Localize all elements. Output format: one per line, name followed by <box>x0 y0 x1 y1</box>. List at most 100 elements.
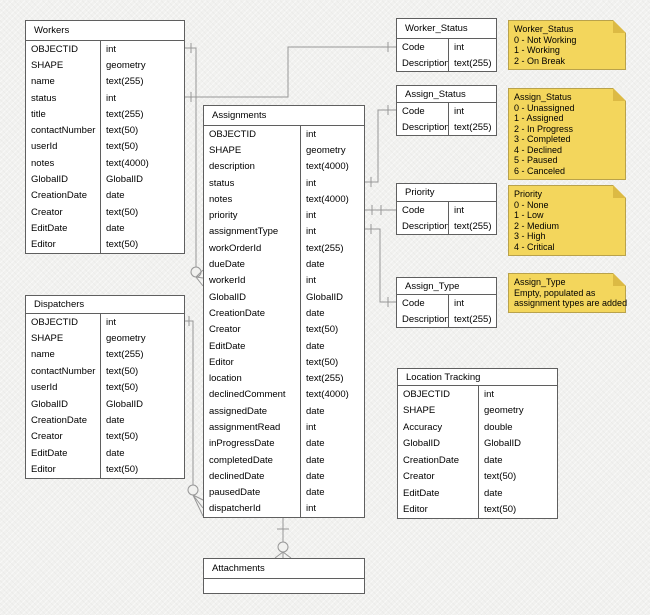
field-type: text(4000) <box>306 389 349 401</box>
field-name: priority <box>204 207 301 224</box>
table-row: dispatcherId int <box>204 500 364 518</box>
field-type: date <box>306 470 325 482</box>
table-row: SHAPE geometry <box>398 402 557 419</box>
table-title: Assign_Status <box>397 86 496 103</box>
table-row: EditDate date <box>26 220 184 237</box>
field-name: SHAPE <box>398 402 479 419</box>
table-priority[interactable]: Priority Code int Description text(255) <box>396 183 497 235</box>
field-type: date <box>306 307 325 319</box>
note-title: Assign_Status <box>514 92 572 102</box>
connector-assignments-priority-to-priority-code <box>365 205 396 215</box>
field-name: assignedDate <box>204 403 301 420</box>
field-type: text(255) <box>454 57 492 69</box>
field-type: text(50) <box>106 239 139 251</box>
field-name: Description <box>397 55 449 71</box>
field-name: CreationDate <box>398 452 479 469</box>
field-type: text(50) <box>306 356 339 368</box>
table-row: GlobalID GlobalID <box>204 288 364 306</box>
field-name: SHAPE <box>26 330 101 347</box>
table-row: Creator text(50) <box>26 203 184 221</box>
field-type: text(50) <box>484 504 517 516</box>
field-type: text(50) <box>106 141 139 153</box>
note-line: 2 - Medium <box>514 220 560 231</box>
field-type: date <box>306 487 325 499</box>
field-type: text(4000) <box>106 157 149 169</box>
field-type: date <box>306 454 325 466</box>
field-type: date <box>306 405 325 417</box>
field-type: text(255) <box>454 313 492 325</box>
field-name: GlobalID <box>398 435 479 452</box>
field-name: OBJECTID <box>26 314 101 331</box>
table-row: workOrderId text(255) <box>204 240 364 257</box>
table-row: GlobalID GlobalID <box>398 435 557 452</box>
table-assign-status[interactable]: Assign_Status Code int Description text(… <box>396 85 497 136</box>
field-name: assignmentRead <box>204 419 301 436</box>
field-type: int <box>106 316 117 328</box>
field-name: workerId <box>204 272 301 289</box>
cardinality-zero-circle <box>187 484 199 496</box>
table-row: Description text(255) <box>397 218 496 234</box>
table-location-tracking[interactable]: Location Tracking OBJECTID int SHAPE geo… <box>397 368 558 519</box>
field-name: declinedDate <box>204 468 301 485</box>
field-name: EditDate <box>26 445 101 462</box>
table-row: userId text(50) <box>26 379 184 396</box>
field-type: text(4000) <box>306 161 349 173</box>
field-name: name <box>26 346 101 364</box>
field-name: Code <box>397 39 449 55</box>
table-workers[interactable]: Workers OBJECTID int SHAPE geometry name… <box>25 20 185 254</box>
table-worker-status[interactable]: Worker_Status Code int Description text(… <box>396 18 497 72</box>
table-row: Code int <box>397 202 496 218</box>
note-line: 0 - None <box>514 199 549 210</box>
note-line: 2 - In Progress <box>514 123 574 134</box>
table-row: OBJECTID int <box>204 126 364 143</box>
field-type: int <box>484 388 495 400</box>
field-name: SHAPE <box>26 57 101 74</box>
field-type: GlobalID <box>106 174 143 186</box>
field-type: geometry <box>106 59 146 71</box>
table-row: contactNumber text(50) <box>26 363 184 380</box>
table-row: name text(255) <box>26 73 184 90</box>
table-row: Editor text(50) <box>398 501 557 518</box>
table-title: Priority <box>397 184 496 202</box>
field-name: CreationDate <box>204 305 301 322</box>
table-row: CreationDate date <box>26 187 184 204</box>
field-name: Description <box>397 311 449 327</box>
table-row: Creator text(50) <box>26 428 184 446</box>
field-type: geometry <box>484 405 524 417</box>
table-row: Code int <box>397 39 496 55</box>
field-name: userId <box>26 379 101 396</box>
field-name: description <box>204 158 301 175</box>
table-assignments[interactable]: Assignments OBJECTID int SHAPE geometry … <box>203 105 365 519</box>
cardinality-zero-circle <box>190 266 202 278</box>
table-row: SHAPE geometry <box>26 57 184 74</box>
field-name: CreationDate <box>26 412 101 429</box>
cardinality-zero-circle <box>277 541 289 553</box>
field-type: int <box>306 226 317 238</box>
table-dispatchers[interactable]: Dispatchers OBJECTID int SHAPE geometry … <box>25 295 185 479</box>
table-row: Editor text(50) <box>26 461 184 478</box>
field-name: Description <box>397 218 449 234</box>
field-type: int <box>454 105 465 117</box>
field-name: status <box>26 89 101 107</box>
table-row: location text(255) <box>204 370 364 387</box>
table-row: declinedDate date <box>204 468 364 485</box>
field-type: int <box>306 177 317 189</box>
table-attachments[interactable]: Attachments <box>203 558 365 594</box>
field-name: Editor <box>26 236 101 253</box>
table-row: Accuracy double <box>398 419 557 436</box>
connector-workers-status-to-worker-status-code <box>185 42 396 102</box>
field-type: text(50) <box>106 206 139 218</box>
field-name: Creator <box>26 203 101 221</box>
table-assign-type[interactable]: Assign_Type Code int Description text(25… <box>396 277 497 328</box>
field-name: EditDate <box>204 337 301 355</box>
table-title: Assign_Type <box>397 278 496 295</box>
note-title: Worker_Status <box>514 24 574 34</box>
table-row: assignedDate date <box>204 403 364 420</box>
table-row: EditDate date <box>204 337 364 355</box>
field-name: notes <box>26 155 101 172</box>
